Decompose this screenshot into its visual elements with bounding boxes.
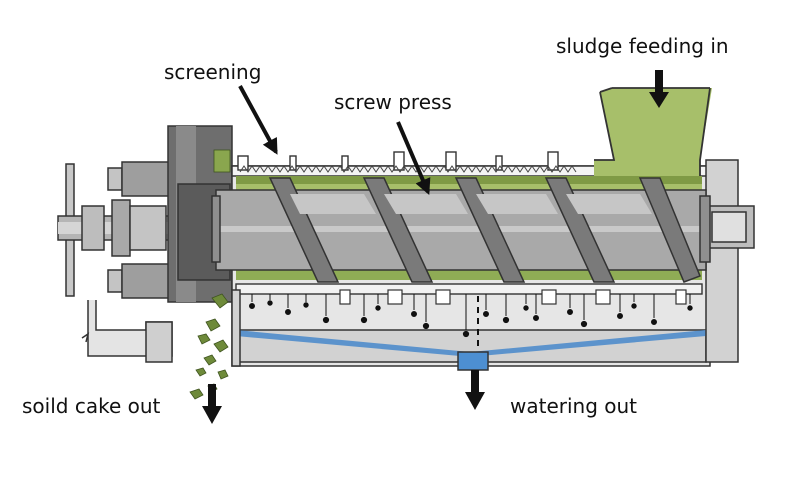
label-watering-out: watering out bbox=[510, 394, 638, 418]
down-arrow-icon bbox=[202, 384, 222, 424]
filtrate-drops bbox=[249, 294, 693, 350]
pointer-arrow-icon bbox=[238, 85, 278, 155]
label-solid-cake-out: soild cake out bbox=[22, 394, 161, 418]
pointer-arrow-icon bbox=[396, 121, 431, 195]
screw-shaft bbox=[211, 177, 711, 283]
label-sludge-feeding-in: sludge feeding in bbox=[556, 34, 729, 58]
discharge-chute bbox=[81, 289, 241, 367]
label-screening: screening bbox=[164, 60, 262, 84]
label-screw-press: screw press bbox=[334, 90, 452, 114]
down-arrow-icon bbox=[649, 70, 669, 108]
drive-assembly bbox=[57, 125, 233, 303]
down-arrow-icon bbox=[465, 370, 485, 410]
